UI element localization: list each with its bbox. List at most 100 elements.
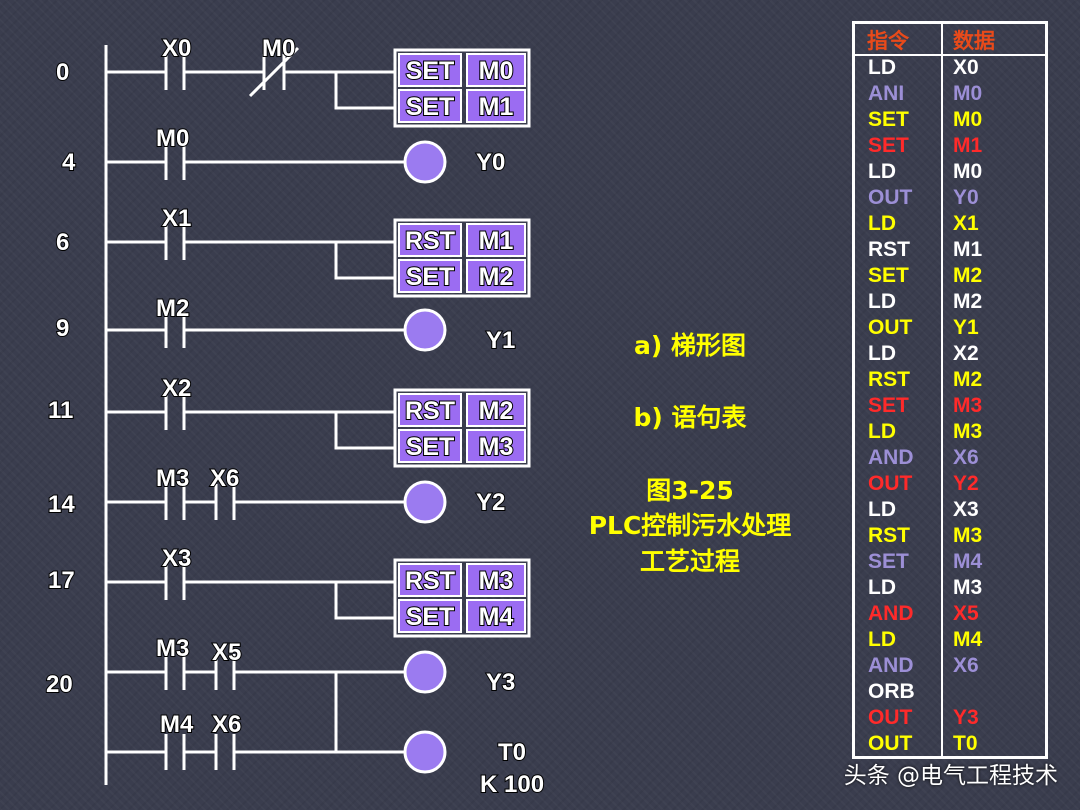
instruction-box-pair [393, 558, 531, 638]
statement-operand: M4 [953, 628, 983, 651]
statement-operand: Y0 [953, 186, 979, 209]
caption-statement: b) 语句表 [633, 403, 747, 432]
instruction-op-cell [398, 89, 462, 123]
statement-operand: X0 [953, 56, 979, 79]
instruction-op: SET [406, 263, 455, 291]
figure-title-2: 工艺过程 [639, 547, 740, 576]
figure-title: PLC控制污水处理 [588, 511, 792, 540]
header-instruction: 指令 [867, 29, 909, 53]
statement-row: LD X2 [855, 342, 1045, 368]
instruction-op-cell [398, 429, 462, 463]
output-coil [403, 650, 447, 694]
header-data: 数据 [953, 29, 995, 53]
statement-operand: M1 [953, 134, 983, 157]
rung-number: 9 [56, 315, 69, 342]
instruction-operand: M3 [479, 567, 514, 595]
statement-instruction: LD [868, 628, 896, 651]
instruction-op-cell [398, 563, 462, 597]
ladder-diagram: 0 4 6 9 11 14 17 20 X0 M0 M0 Y0 X1 M2 Y1 [45, 34, 545, 799]
statement-instruction: AND [868, 602, 914, 625]
instruction-op-cell [398, 53, 462, 87]
timer-preset: K 100 [480, 771, 544, 798]
instruction-op: SET [406, 433, 455, 461]
instruction-op: SET [406, 603, 455, 631]
rung-9: M2 Y1 [106, 294, 516, 355]
statement-operand: M0 [953, 160, 983, 183]
instruction-operand: M2 [479, 397, 514, 425]
output-coil [403, 480, 447, 524]
statement-operand: X2 [953, 342, 979, 365]
statement-instruction: OUT [868, 316, 913, 339]
statement-instruction: LD [868, 420, 896, 443]
statement-operand: X1 [953, 212, 979, 235]
instruction-operand-cell [466, 223, 526, 257]
coil-label: Y2 [476, 489, 505, 516]
instruction-op: RST [405, 227, 455, 255]
rung-number: 6 [56, 229, 69, 256]
rung-14: M3 X6 Y2 [106, 464, 506, 524]
statement-operand: X3 [953, 498, 979, 521]
statement-instruction: SET [868, 108, 909, 131]
instruction-op: RST [405, 397, 455, 425]
statement-instruction: LD [868, 342, 896, 365]
instruction-op: RST [405, 567, 455, 595]
rung-number: 20 [46, 671, 73, 698]
statement-instruction: AND [868, 654, 914, 677]
instruction-operand-cell [466, 259, 526, 293]
instruction-op-cell [398, 599, 462, 633]
output-coil [403, 308, 447, 352]
rung-20: M3 X5 M4 X6 Y3 T0 K 100 [106, 634, 545, 799]
statement-operand: M4 [953, 550, 983, 573]
instruction-box-pair [393, 218, 531, 298]
statement-row: LD M4 [855, 628, 1045, 654]
rung-number: 4 [62, 149, 76, 176]
instruction-op-cell [398, 393, 462, 427]
contact-label: M3 [156, 465, 189, 492]
statement-instruction: OUT [868, 732, 913, 755]
rung-11: X2 [106, 374, 395, 450]
instruction-operand-cell [466, 599, 526, 633]
contact-label: X3 [162, 545, 191, 572]
coil-label: T0 [498, 739, 526, 766]
statement-operand: X5 [953, 602, 979, 625]
rung-number: 0 [56, 59, 69, 86]
coil-label: Y3 [486, 669, 515, 696]
instruction-operand: M0 [479, 57, 514, 85]
statement-instruction: AND [868, 446, 914, 469]
statement-operand: M2 [953, 290, 983, 313]
instruction-box-pair [393, 48, 531, 128]
statement-operand: Y3 [953, 706, 979, 729]
statement-instruction: SET [868, 394, 909, 417]
rung-number: 11 [48, 397, 73, 424]
timer-coil [403, 730, 447, 774]
instruction-operand-cell [466, 429, 526, 463]
coil-label: Y1 [486, 327, 515, 354]
instruction-op: SET [406, 93, 455, 121]
statement-instruction: LD [868, 576, 896, 599]
statement-instruction: SET [868, 264, 909, 287]
output-coil [403, 140, 447, 184]
contact-label: M4 [160, 711, 194, 738]
instruction-operand: M1 [479, 227, 514, 255]
statement-row: ORB [855, 680, 1045, 706]
statement-instruction: OUT [868, 706, 913, 729]
contact-label: M0 [262, 35, 295, 62]
caption-ladder: a) 梯形图 [634, 331, 746, 360]
instruction-op-cell [398, 223, 462, 257]
statement-operand: M3 [953, 524, 983, 547]
statement-operand: M3 [953, 576, 983, 599]
